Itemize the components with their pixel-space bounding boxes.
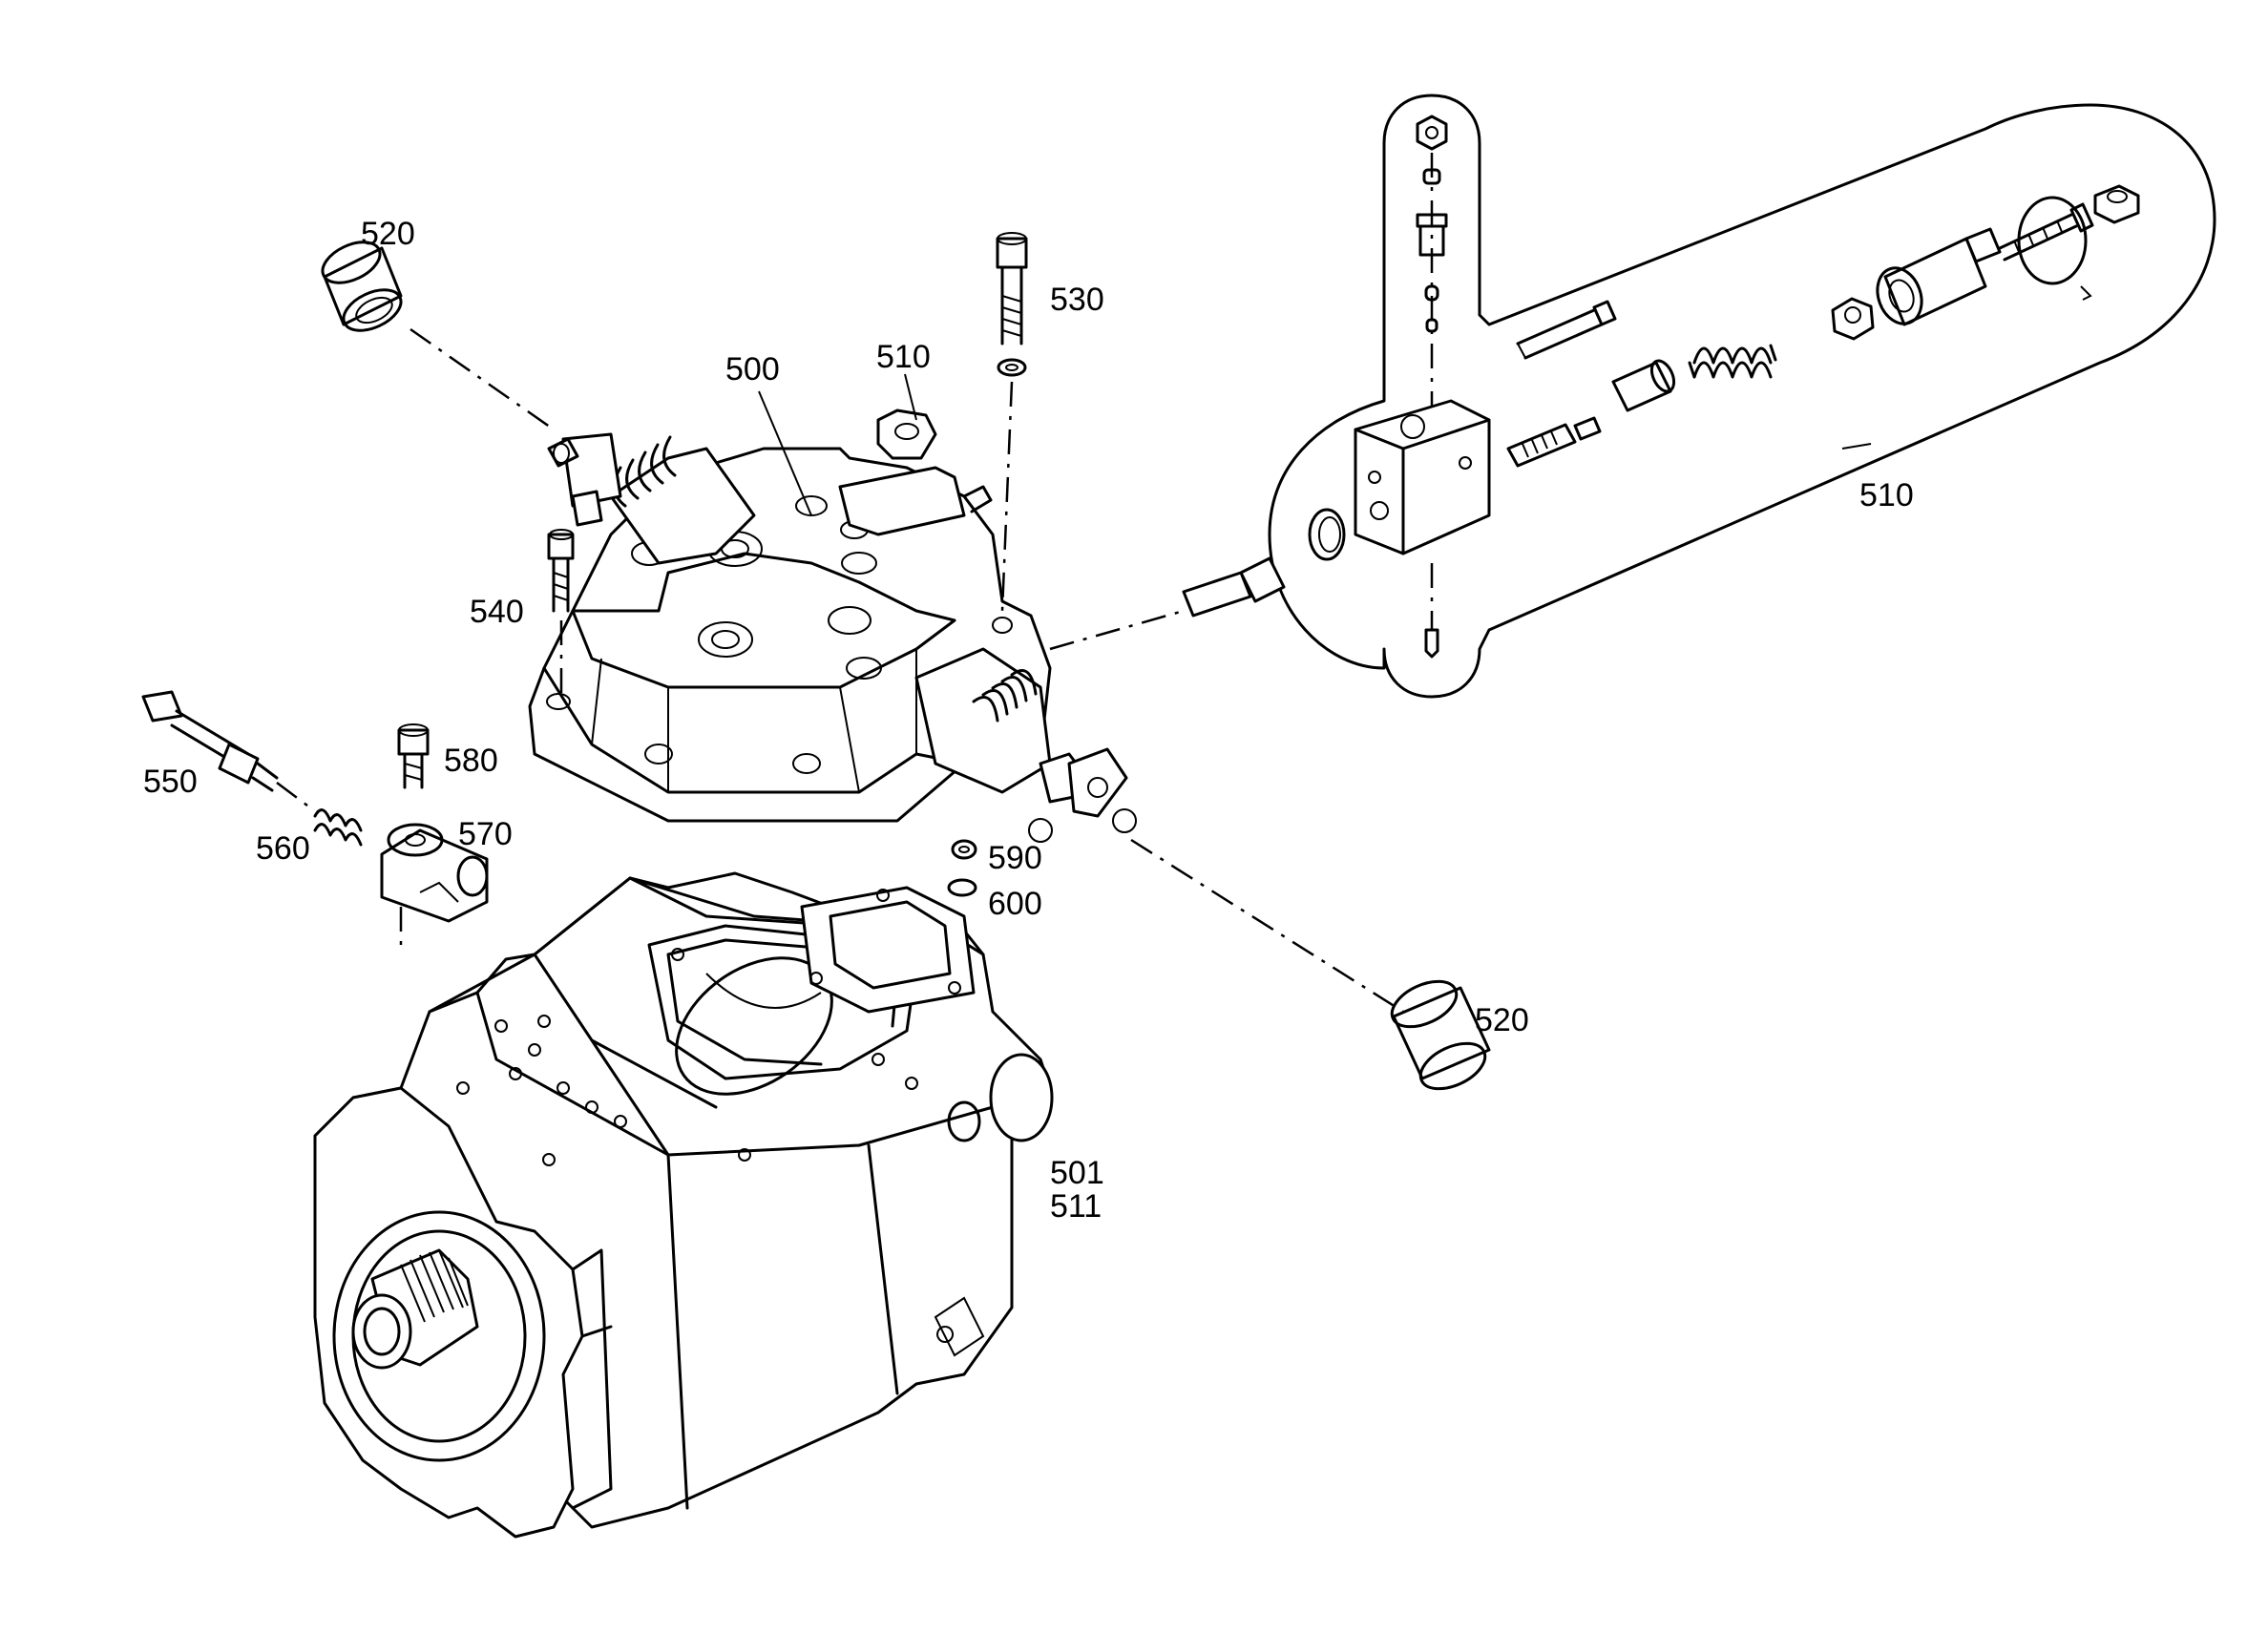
seal-590 bbox=[951, 839, 977, 860]
label-510-mid: 510 bbox=[876, 339, 931, 375]
rod-550 bbox=[141, 690, 316, 812]
leader-510-mid bbox=[904, 373, 917, 421]
label-570: 570 bbox=[458, 816, 513, 852]
sleeve-520-top bbox=[321, 241, 403, 332]
label-511: 511 bbox=[1050, 1188, 1102, 1225]
label-540: 540 bbox=[470, 594, 524, 630]
leader-500 bbox=[758, 390, 812, 516]
label-510-detail: 510 bbox=[1859, 477, 1914, 513]
label-500: 500 bbox=[725, 351, 780, 388]
plug-fitting bbox=[1182, 556, 1286, 618]
screw-540 bbox=[547, 529, 575, 697]
label-560: 560 bbox=[256, 830, 310, 867]
label-590: 590 bbox=[988, 840, 1042, 876]
sleeve-520-bottom bbox=[1390, 979, 1491, 1091]
leader-510-detail bbox=[1841, 443, 1872, 450]
label-580: 580 bbox=[444, 743, 498, 779]
label-550: 550 bbox=[143, 764, 198, 800]
pump-housing-501-511 bbox=[313, 871, 1054, 1539]
label-530: 530 bbox=[1050, 282, 1104, 318]
block-570 bbox=[380, 823, 489, 954]
label-600: 600 bbox=[988, 886, 1042, 922]
label-520-bottom: 520 bbox=[1475, 1002, 1529, 1038]
ring-600 bbox=[947, 878, 977, 897]
label-501: 501 bbox=[1050, 1155, 1104, 1191]
bolt-530 bbox=[996, 232, 1028, 612]
label-520-top: 520 bbox=[361, 216, 415, 252]
spring-560 bbox=[313, 808, 363, 847]
cover-assembly-500 bbox=[528, 408, 1137, 843]
detail-callout-510 bbox=[1268, 94, 2216, 699]
screw-580 bbox=[397, 723, 430, 789]
